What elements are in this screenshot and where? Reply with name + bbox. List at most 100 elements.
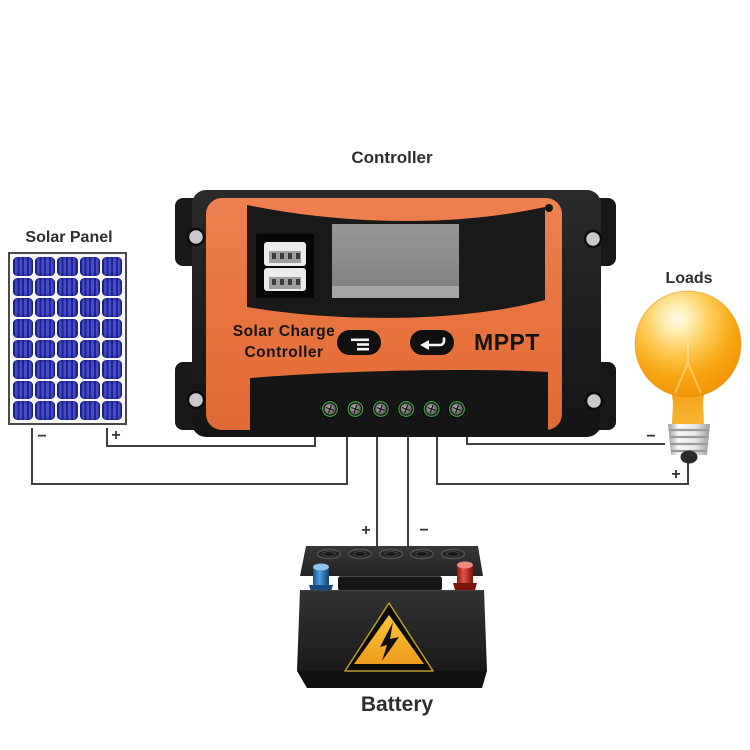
solar-cell xyxy=(101,257,122,276)
mount-hole-top-right xyxy=(583,229,603,249)
loads-positive-sign: + xyxy=(671,466,681,483)
usb-port-1-slot xyxy=(269,251,301,263)
lcd-screen-bottom xyxy=(332,286,459,298)
wire-solar-positive xyxy=(106,428,316,447)
solar-cell xyxy=(79,298,100,317)
solar-cell xyxy=(13,298,34,317)
solar-cell xyxy=(79,360,100,379)
bulb-tip xyxy=(680,450,698,464)
solar-cell xyxy=(79,380,100,400)
light-bulb xyxy=(634,290,742,464)
solar-cell xyxy=(79,318,100,338)
mount-hole-bottom-right xyxy=(584,391,604,411)
terminal-screw xyxy=(346,400,365,418)
battery-caps xyxy=(316,548,466,560)
solar-cell xyxy=(13,380,34,400)
brand-line1: Solar Charge xyxy=(233,323,335,340)
battery-cap xyxy=(440,548,466,560)
solar-cell xyxy=(13,318,34,338)
solar-cell xyxy=(101,339,122,359)
battery-lid xyxy=(300,546,483,576)
solar-cell xyxy=(57,257,78,276)
menu-icon xyxy=(351,338,369,351)
solar-cell xyxy=(79,257,100,276)
bulb-base xyxy=(668,424,710,455)
terminal-screw xyxy=(448,400,466,418)
wire-solar-negative xyxy=(31,428,348,485)
solar-cell xyxy=(101,277,122,297)
mppt-text: MPPT xyxy=(474,329,540,355)
terminal-screw xyxy=(397,400,416,418)
solar-positive-sign: + xyxy=(111,427,121,444)
solar-cell xyxy=(101,298,122,317)
battery-handle-recess xyxy=(338,576,442,591)
solar-panel-cells xyxy=(13,257,122,420)
loads-negative-sign: − xyxy=(646,428,656,445)
solar-cell xyxy=(13,401,34,420)
solar-cell xyxy=(79,277,100,297)
solar-cell xyxy=(57,360,78,379)
solar-cell xyxy=(101,401,122,420)
terminal-screw xyxy=(422,400,441,418)
solar-cell xyxy=(101,380,122,400)
terminal-screws xyxy=(321,400,466,418)
usb-ports xyxy=(256,234,314,298)
solar-cell xyxy=(101,318,122,338)
battery-negative-sign: − xyxy=(419,522,429,539)
solar-cell xyxy=(79,339,100,359)
battery-terminal-positive xyxy=(453,561,477,590)
indicator-dot xyxy=(545,204,553,212)
solar-cell xyxy=(13,339,34,359)
solar-cell xyxy=(35,339,56,359)
battery-positive-sign: + xyxy=(361,522,371,539)
solar-cell xyxy=(35,257,56,276)
solar-cell xyxy=(57,298,78,317)
battery-base xyxy=(297,671,487,688)
brand-line2: Controller xyxy=(244,344,323,361)
wire-loads-negative xyxy=(466,436,665,445)
terminal-recess xyxy=(250,370,548,437)
solar-cell xyxy=(35,318,56,338)
battery xyxy=(297,546,487,688)
battery-label: Battery xyxy=(360,693,434,716)
wire-loads-positive xyxy=(436,436,689,485)
solar-cell xyxy=(35,380,56,400)
bulb-base-ridges xyxy=(669,428,709,453)
solar-cell xyxy=(13,257,34,276)
battery-cap xyxy=(409,548,435,560)
mount-hole-top-left xyxy=(186,227,206,247)
solar-cell xyxy=(57,318,78,338)
solar-cell xyxy=(57,380,78,400)
solar-cell xyxy=(101,360,122,379)
loads-label: Loads xyxy=(665,270,713,287)
terminal-screw xyxy=(321,400,339,418)
solar-cell xyxy=(35,360,56,379)
back-button xyxy=(410,330,454,355)
solar-panel xyxy=(8,252,127,425)
bulb-filament xyxy=(674,341,702,394)
battery-cap xyxy=(316,548,342,560)
solar-negative-sign: − xyxy=(37,428,47,445)
charge-controller: Solar Charge Controller MPPT xyxy=(175,190,616,437)
battery-cap xyxy=(347,548,373,560)
terminal-screw xyxy=(371,400,390,418)
solar-cell xyxy=(57,277,78,297)
solar-panel-label: Solar Panel xyxy=(25,229,113,246)
bulb-glass xyxy=(634,290,742,398)
warning-triangle xyxy=(344,602,434,672)
lcd-screen xyxy=(332,224,459,298)
solar-cell xyxy=(79,401,100,420)
mount-hole-bottom-left xyxy=(186,390,206,410)
controller-label: Controller xyxy=(351,148,433,167)
solar-cell xyxy=(57,401,78,420)
battery-cap xyxy=(378,548,404,560)
solar-cell xyxy=(13,277,34,297)
solar-cell xyxy=(13,360,34,379)
solar-cell xyxy=(35,298,56,317)
menu-button xyxy=(337,330,381,355)
solar-cell xyxy=(35,401,56,420)
solar-cell xyxy=(57,339,78,359)
solar-cell xyxy=(35,277,56,297)
